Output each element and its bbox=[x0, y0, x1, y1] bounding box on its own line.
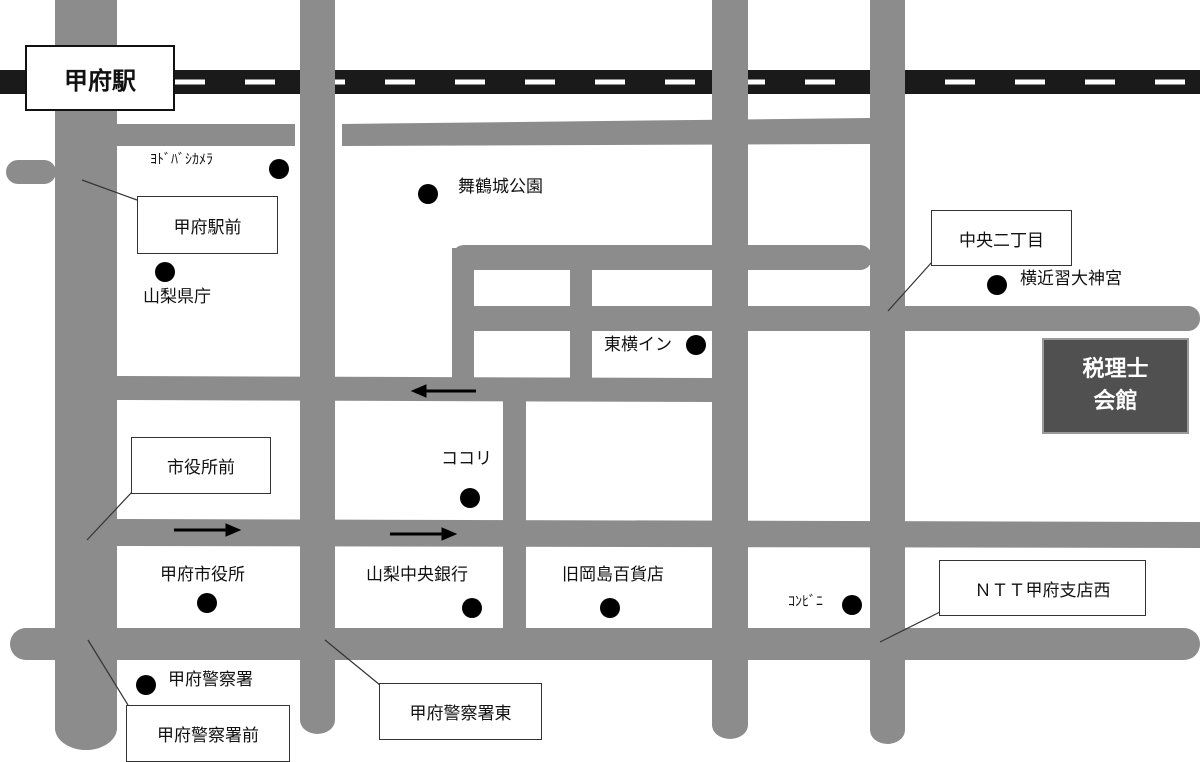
bus-stop-ntt-west: ＮＴＴ甲府支店西 bbox=[939, 560, 1146, 616]
city-hall-dot-icon bbox=[197, 593, 217, 613]
bus-stop-police-mae: 甲府警察署前 bbox=[126, 705, 290, 762]
landmark-yamanashi-bank: 山梨中央銀行 bbox=[366, 565, 468, 585]
road-v-4 bbox=[870, 0, 905, 730]
maizuru-dot-icon bbox=[418, 184, 438, 204]
roads bbox=[6, 0, 1200, 750]
road-v-3 bbox=[712, 0, 748, 725]
one-way-arrows bbox=[174, 384, 476, 541]
cocori-dot-icon bbox=[460, 488, 480, 508]
destination-office: 税理士 会館 bbox=[1042, 338, 1189, 434]
yokochikan-dot-icon bbox=[987, 275, 1007, 295]
landmark-dots bbox=[136, 159, 1007, 695]
landmark-toyoko-inn: 東横イン bbox=[604, 335, 672, 355]
bank-dot-icon bbox=[462, 598, 482, 618]
bus-stop-police-east: 甲府警察署東 bbox=[379, 683, 542, 740]
bus-stop-chuo-2chome: 中央二丁目 bbox=[931, 210, 1072, 266]
landmark-yodobashi: ﾖﾄﾞﾊﾞｼｶﾒﾗ bbox=[150, 152, 213, 168]
office-line1: 税理士 bbox=[1082, 357, 1149, 382]
landmark-city-hall: 甲府市役所 bbox=[160, 565, 245, 585]
station-label: 甲府駅 bbox=[25, 45, 175, 111]
office-line2: 会館 bbox=[1093, 389, 1138, 414]
yodobashi-dot-icon bbox=[269, 159, 289, 179]
landmark-okajima: 旧岡島百貨店 bbox=[562, 565, 664, 585]
road-v-west bbox=[55, 0, 117, 730]
toyoko-inn-dot-icon bbox=[686, 335, 706, 355]
landmark-cocori: ココリ bbox=[441, 449, 492, 469]
landmark-maizuru-park: 舞鶴城公園 bbox=[458, 177, 543, 197]
bus-stop-shiyakusho-mae: 市役所前 bbox=[131, 437, 271, 494]
landmark-conveni: ｺﾝﾋﾞﾆ bbox=[788, 594, 823, 610]
arrow-right-icon bbox=[390, 527, 458, 541]
landmark-police: 甲府警察署 bbox=[168, 670, 253, 690]
landmark-yokochikan: 横近習大神宮 bbox=[1020, 269, 1122, 289]
bus-stop-kofu-station-mae: 甲府駅前 bbox=[137, 196, 278, 254]
railway-line bbox=[0, 70, 1200, 94]
landmark-yamanashi-pref: 山梨県庁 bbox=[143, 287, 211, 307]
police-dot-icon bbox=[136, 675, 156, 695]
arrow-left-icon bbox=[410, 384, 476, 398]
yamanashi-pref-dot-icon bbox=[155, 262, 175, 282]
okajima-dot-icon bbox=[600, 598, 620, 618]
conveni-dot-icon bbox=[842, 595, 862, 615]
road-v-2 bbox=[300, 0, 335, 720]
callout-lines bbox=[81, 179, 941, 706]
arrow-right-icon bbox=[174, 523, 242, 537]
